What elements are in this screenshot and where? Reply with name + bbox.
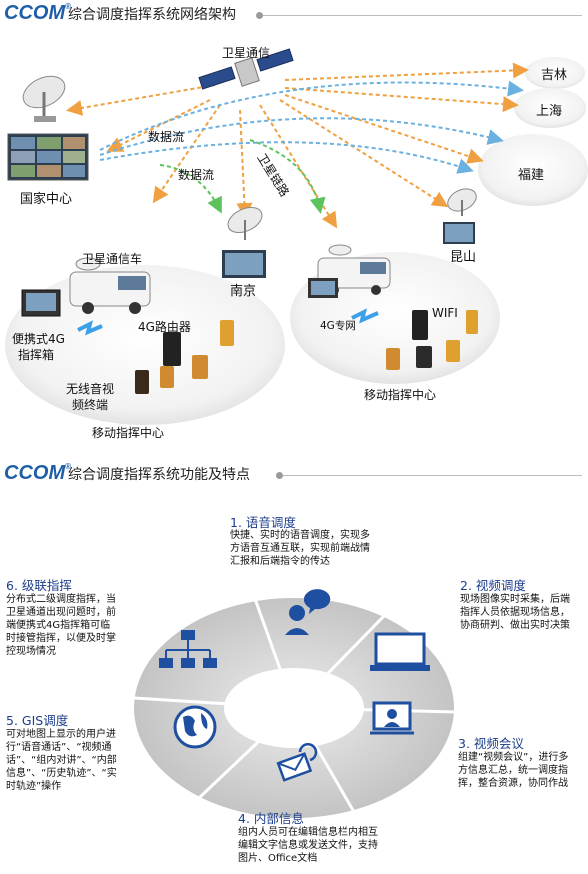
section-header-architecture: CCOM® 综合调度指挥系统网络架构 — [0, 0, 588, 28]
section-title-2: 综合调度指挥系统功能及特点 — [68, 467, 250, 483]
laptop-icon — [370, 632, 430, 671]
label-kunshan: 昆山 — [450, 250, 477, 265]
wireless-signal-left — [77, 320, 103, 336]
feature-2-desc: 现场图像实时采集，后端指挥人员依据现场信息，协商研判、做出实时决策 — [460, 594, 570, 631]
label-wireless-av-line1: 无线音视 — [66, 382, 115, 396]
globe-icon — [173, 705, 217, 749]
portable-4g-box-icon — [21, 289, 61, 317]
feature-4-title: 4. 内部信息 — [238, 811, 304, 826]
label-national-center: 国家中心 — [20, 192, 73, 207]
satellite-dish-nanjing-icon — [227, 206, 263, 240]
label-mobile-center-left: 移动指挥中心 — [92, 426, 165, 440]
divider-dot-2 — [276, 472, 283, 479]
label-dataflow-1: 数据流 — [148, 130, 185, 144]
divider-line-2 — [282, 475, 582, 476]
label-shanghai: 上海 — [536, 104, 563, 119]
satellite-dish-national-icon — [22, 75, 66, 122]
terminal-devices-right-icon — [386, 310, 478, 370]
region-ellipse-shanghai — [514, 88, 586, 128]
monitor-kunshan-icon — [443, 222, 475, 244]
label-mobile-center-right: 移动指挥中心 — [364, 388, 437, 402]
satellite-vehicle-icon — [69, 257, 151, 314]
label-wireless-av-line2: 频终端 — [72, 398, 109, 412]
region-ellipse-fujian — [478, 134, 588, 206]
label-portable-4g-line1: 便携式4G — [12, 332, 65, 346]
feature-3-desc: 组建“视频会议”，进行多方信息汇总，统一调度指挥，整合资源，协同作战 — [458, 752, 569, 789]
feature-1-title: 1. 语音调度 — [230, 515, 296, 530]
label-wifi: WIFI — [432, 306, 458, 320]
wireless-signal-right — [351, 308, 379, 324]
brand-logo-2: CCOM® — [4, 462, 72, 484]
satellite-icon — [198, 48, 294, 90]
feature-ring-center — [224, 668, 364, 748]
label-router-4g: 4G路由器 — [138, 320, 191, 334]
divider-dot — [256, 12, 263, 19]
video-conference-icon — [370, 701, 414, 735]
label-nanjing: 南京 — [230, 284, 257, 299]
region-ellipse-jilin — [525, 57, 585, 89]
label-satellite-vehicle: 卫星通信车 — [82, 252, 143, 266]
label-jilin: 吉林 — [541, 68, 568, 83]
feature-1-desc: 快捷、实时的语音调度，实现多方语音互通互联，实现前端战情汇报和后端指令的传达 — [230, 530, 370, 567]
router-4g-icon — [163, 332, 181, 366]
wifi-router-icon — [412, 310, 428, 340]
feature-2-title: 2. 视频调度 — [460, 578, 526, 593]
feature-4-desc: 组内人员可在编辑信息栏内相互编辑文字信息或发送文件，支持图片、Office文档 — [238, 827, 378, 864]
voice-dispatch-icon — [285, 589, 331, 635]
feature-5-title: 5. GIS调度 — [6, 713, 69, 728]
feature-6-desc: 分布式二级调度指挥，当卫星通道出现问题时，前端便携式4G指挥箱可临时接管指挥，以… — [6, 594, 116, 657]
satellite-dish-kunshan-icon — [447, 188, 477, 216]
label-private-4g: 4G专网 — [320, 320, 356, 332]
portable-box-right-icon — [308, 278, 338, 298]
label-satellite-comm: 卫星通信 — [222, 46, 271, 60]
label-portable-4g-line2: 指挥箱 — [18, 348, 55, 362]
section-title: 综合调度指挥系统网络架构 — [68, 7, 236, 23]
feature-3-title: 3. 视频会议 — [458, 736, 524, 751]
network-architecture-diagram — [5, 48, 588, 425]
feature-5-desc: 可对地图上显示的用户进行“语音通话”、“视频通话”、“组内对讲”、“内部信息”、… — [6, 729, 117, 792]
envelope-icon — [276, 743, 318, 782]
terminal-devices-left-icon — [135, 320, 234, 394]
divider-line — [262, 15, 582, 16]
brand-logo: CCOM® — [4, 2, 72, 24]
hierarchy-icon — [159, 630, 217, 668]
label-fujian: 福建 — [518, 168, 545, 183]
section-header-features: CCOM® 综合调度指挥系统功能及特点 — [0, 460, 588, 488]
feature-6-title: 6. 级联指挥 — [6, 578, 72, 593]
label-dataflow-2: 数据流 — [178, 168, 215, 182]
video-wall-icon — [7, 133, 89, 181]
monitor-nanjing-icon — [222, 250, 266, 278]
